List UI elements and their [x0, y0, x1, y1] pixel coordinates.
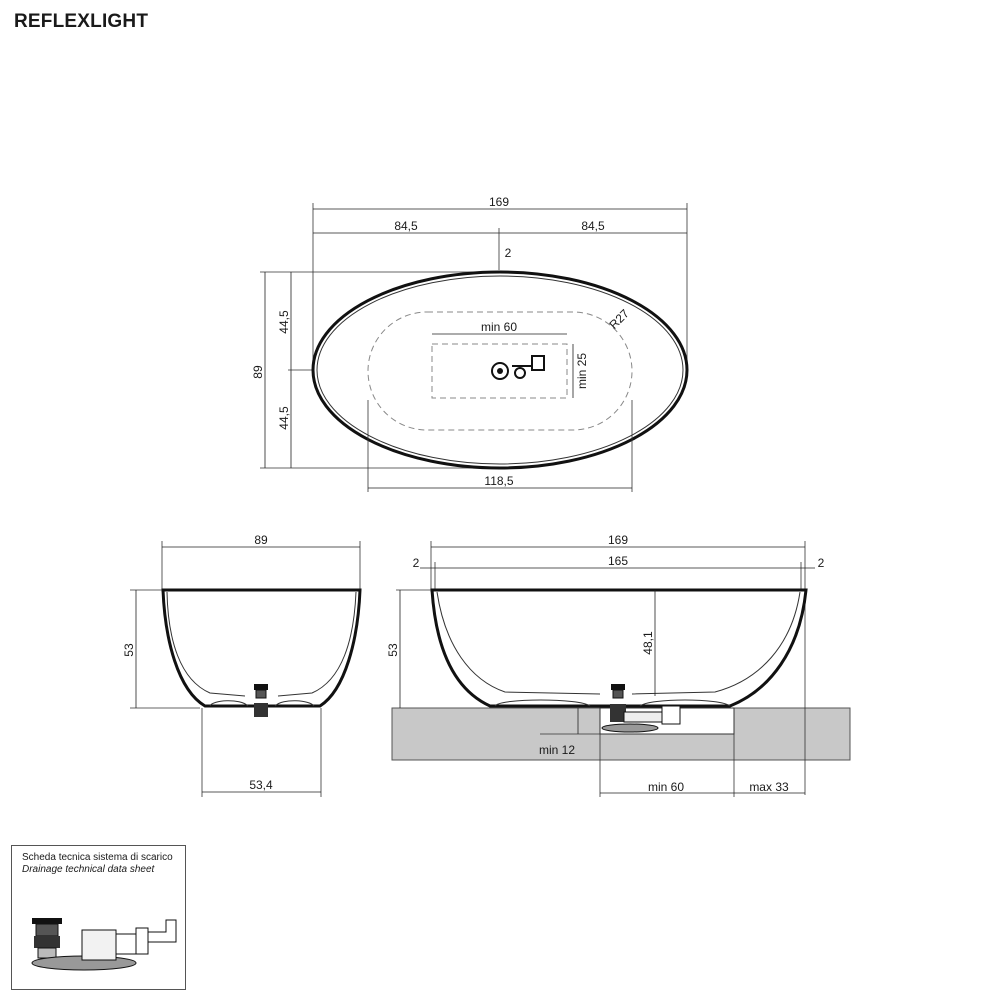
dim-offset: max 33	[749, 780, 789, 794]
dim-front-width: 169	[608, 533, 628, 547]
dim-side-height: 53	[122, 643, 136, 657]
drain-assembly-icon	[601, 684, 681, 733]
tub-inner-front	[436, 591, 801, 695]
side-view: 89 53 53,4	[122, 533, 362, 797]
tub-foot-side	[209, 700, 315, 707]
drain-zone-dashed	[431, 343, 568, 399]
dim-front-height: 53	[386, 643, 400, 657]
drain-kit-icon	[31, 918, 177, 971]
product-title: REFLEXLIGHT	[14, 11, 149, 32]
dim-half-right: 84,5	[581, 219, 605, 233]
top-view: 169 84,5 84,5 2 89 44,5 44,5 R27 min 60 …	[251, 195, 689, 492]
datasheet-title-en: Drainage technical data sheet	[22, 864, 155, 875]
front-view: 169 165 2 2 53 48,1 min 12	[386, 533, 851, 797]
drainage-datasheet-card[interactable]: Scheda tecnica sistema di scarico Draina…	[11, 845, 186, 990]
dim-front-rim-right: 2	[818, 556, 825, 570]
tub-outline-front	[430, 588, 808, 708]
dim-side-width: 89	[254, 533, 268, 547]
dim-overall-width: 169	[489, 195, 509, 209]
dim-half-bottom: 44,5	[277, 406, 291, 430]
dim-drain-zone-width: min 60	[481, 320, 517, 334]
tub-outline-side	[161, 588, 362, 708]
dim-half-top: 44,5	[277, 310, 291, 334]
datasheet-title-it: Scheda tecnica sistema di scarico	[22, 852, 173, 863]
tub-inner-side	[166, 591, 357, 697]
dim-drain-zone-height: min 25	[575, 353, 589, 389]
dim-front-rim-left: 2	[413, 556, 420, 570]
tub-rim-inner	[316, 275, 684, 465]
dim-base-width: 53,4	[249, 778, 273, 792]
dim-depth: 89	[251, 365, 265, 379]
dim-recess-depth: min 12	[539, 743, 575, 757]
dim-half-left: 84,5	[394, 219, 418, 233]
tub-foot-front	[494, 699, 731, 707]
dim-rim: 2	[505, 246, 512, 260]
dim-recess-width: min 60	[648, 780, 684, 794]
dim-front-inner-width: 165	[608, 554, 628, 568]
drain-fitting-icon	[254, 684, 268, 717]
dim-inner-depth: 48,1	[641, 631, 655, 655]
drain-icon	[491, 355, 545, 380]
dim-inner-width: 118,5	[484, 474, 513, 488]
basin-outline-dashed	[367, 311, 633, 431]
